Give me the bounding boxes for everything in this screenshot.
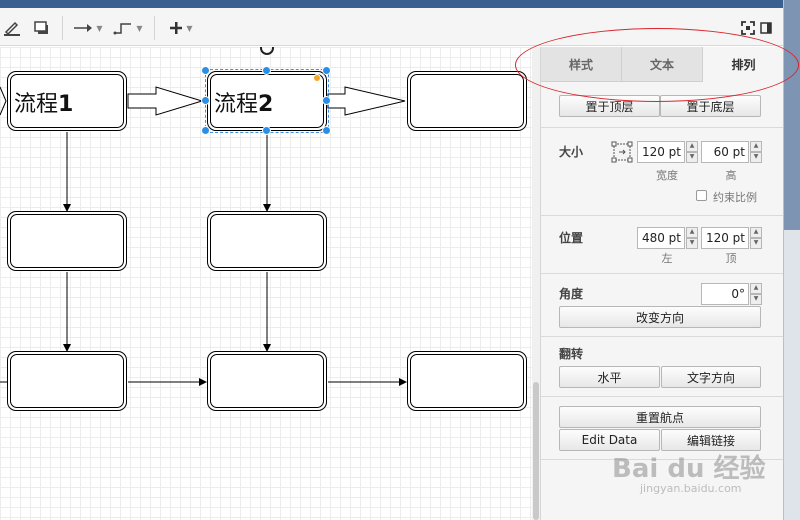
turn-button[interactable]: 改变方向 bbox=[559, 306, 761, 328]
tab-style[interactable]: 样式 bbox=[541, 47, 622, 82]
toolbar-separator bbox=[154, 16, 155, 40]
edit-data-button[interactable]: Edit Data bbox=[559, 429, 660, 451]
angle-label: 角度 bbox=[559, 287, 584, 301]
node-label: 流程1 bbox=[14, 92, 74, 117]
top-caption: 顶 bbox=[725, 252, 737, 265]
left-stepper[interactable]: 480 pt ▲▼ bbox=[637, 227, 698, 249]
toolbar-separator bbox=[62, 16, 63, 40]
top-stepper[interactable]: 120 pt ▲▼ bbox=[701, 227, 762, 249]
fullscreen-icon[interactable] bbox=[740, 18, 756, 38]
diagram-canvas[interactable]: 流程1 流程2 bbox=[0, 47, 532, 520]
width-stepper[interactable]: 120 pt ▲▼ bbox=[637, 141, 698, 163]
section-divider bbox=[541, 273, 784, 274]
text-direction-button[interactable]: 文字方向 bbox=[661, 366, 761, 388]
flow-node-3[interactable] bbox=[407, 71, 527, 131]
flow-node-7[interactable] bbox=[207, 351, 327, 411]
rotate-handle-icon[interactable] bbox=[260, 47, 274, 55]
format-tabs: 样式 文本 排列 bbox=[541, 47, 784, 82]
toolbar: ▼ ▼ ▼ bbox=[0, 8, 783, 46]
to-front-button[interactable]: 置于顶层 bbox=[559, 95, 660, 117]
left-caption: 左 bbox=[661, 252, 673, 265]
chevron-down-icon: ▼ bbox=[186, 23, 193, 33]
insert-plus-icon[interactable]: ▼ bbox=[164, 18, 198, 38]
scrollbar-thumb[interactable] bbox=[533, 382, 539, 520]
flip-horizontal-button[interactable]: 水平 bbox=[559, 366, 660, 388]
line-color-icon[interactable] bbox=[2, 18, 22, 38]
section-divider bbox=[541, 215, 784, 216]
resize-handle-e[interactable] bbox=[322, 96, 331, 105]
resize-handle-se[interactable] bbox=[322, 126, 331, 135]
format-panel: 样式 文本 排列 置于顶层 置于底层 大小 120 pt ▲▼ 60 pt ▲▼… bbox=[540, 47, 784, 520]
angle-input[interactable]: 0° bbox=[701, 283, 749, 305]
resize-handle-s[interactable] bbox=[262, 126, 271, 135]
adjacent-window-header bbox=[784, 0, 800, 230]
title-strip bbox=[0, 0, 783, 8]
flow-node-4[interactable] bbox=[7, 211, 127, 271]
flow-node-2[interactable]: 流程2 bbox=[207, 71, 327, 131]
flow-node-8[interactable] bbox=[407, 351, 527, 411]
constrain-proportions-checkbox[interactable] bbox=[696, 190, 707, 201]
left-input[interactable]: 480 pt bbox=[637, 227, 685, 249]
height-caption: 高 bbox=[725, 169, 737, 182]
constrain-proportions-label: 约束比例 bbox=[713, 191, 757, 204]
size-label: 大小 bbox=[559, 145, 584, 159]
height-input[interactable]: 60 pt bbox=[701, 141, 749, 163]
block-arrow-2 bbox=[327, 86, 406, 116]
block-arrow-1 bbox=[127, 86, 204, 116]
canvas-scrollbar[interactable] bbox=[532, 47, 540, 520]
angle-stepper[interactable]: 0° ▲▼ bbox=[701, 283, 762, 305]
flow-node-5[interactable] bbox=[207, 211, 327, 271]
stepper-arrows[interactable]: ▲▼ bbox=[750, 283, 762, 305]
width-caption: 宽度 bbox=[656, 169, 678, 182]
stepper-arrows[interactable]: ▲▼ bbox=[686, 141, 698, 163]
resize-handle-nw[interactable] bbox=[201, 66, 210, 75]
resize-handle-w[interactable] bbox=[201, 96, 210, 105]
flip-label: 翻转 bbox=[559, 347, 584, 361]
adjacent-window-edge bbox=[783, 0, 800, 520]
reset-waypoints-button[interactable]: 重置航点 bbox=[559, 406, 761, 428]
corner-radius-handle[interactable] bbox=[313, 74, 321, 82]
flow-node-6[interactable] bbox=[7, 351, 127, 411]
connectors-layer bbox=[0, 86, 407, 386]
section-divider bbox=[541, 459, 784, 460]
tab-text[interactable]: 文本 bbox=[622, 47, 703, 82]
resize-handle-n[interactable] bbox=[262, 66, 271, 75]
connection-style-icon[interactable]: ▼ bbox=[72, 18, 104, 38]
shadow-icon[interactable] bbox=[32, 18, 52, 38]
section-divider bbox=[541, 396, 784, 397]
format-panel-toggle-icon[interactable] bbox=[758, 18, 774, 38]
left-edge-arrow bbox=[0, 86, 7, 116]
top-input[interactable]: 120 pt bbox=[701, 227, 749, 249]
width-input[interactable]: 120 pt bbox=[637, 141, 685, 163]
stepper-arrows[interactable]: ▲▼ bbox=[750, 141, 762, 163]
stepper-arrows[interactable]: ▲▼ bbox=[750, 227, 762, 249]
resize-handle-sw[interactable] bbox=[201, 126, 210, 135]
section-divider bbox=[541, 336, 784, 337]
edit-link-button[interactable]: 编辑链接 bbox=[661, 429, 761, 451]
position-label: 位置 bbox=[559, 231, 584, 245]
height-stepper[interactable]: 60 pt ▲▼ bbox=[701, 141, 762, 163]
chevron-down-icon: ▼ bbox=[96, 23, 103, 33]
flow-node-1[interactable]: 流程1 bbox=[7, 71, 127, 131]
waypoint-style-icon[interactable]: ▼ bbox=[112, 18, 144, 38]
stepper-arrows[interactable]: ▲▼ bbox=[686, 227, 698, 249]
tab-arrange[interactable]: 排列 bbox=[703, 47, 784, 82]
to-back-button[interactable]: 置于底层 bbox=[660, 95, 761, 117]
resize-handle-ne[interactable] bbox=[322, 66, 331, 75]
autosize-icon[interactable] bbox=[611, 141, 633, 163]
chevron-down-icon: ▼ bbox=[136, 23, 143, 33]
node-label: 流程2 bbox=[214, 92, 274, 117]
section-divider bbox=[541, 127, 784, 128]
